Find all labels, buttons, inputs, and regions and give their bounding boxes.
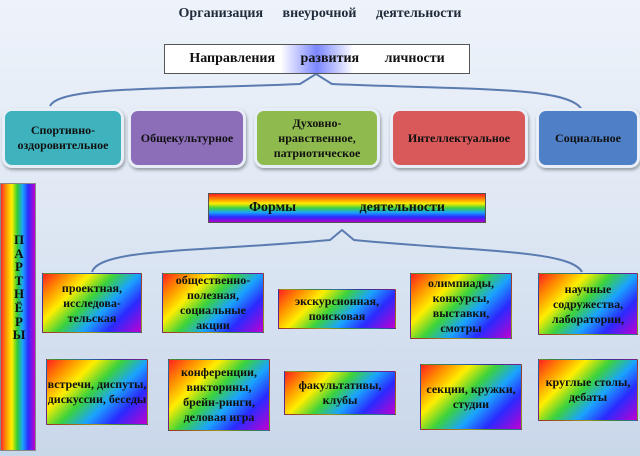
form-science: научные содружества, лаборатории,: [538, 273, 638, 335]
form-label: конференции, викторины, брейн-ринги, дел…: [181, 365, 257, 424]
category-label: Общекультурное: [140, 130, 234, 145]
category-culture: Общекультурное: [128, 108, 246, 168]
category-label: Интеллектуальное: [407, 130, 511, 145]
directions-header-text: Направления развития личности: [189, 51, 445, 66]
category-moral: Духовно-нравственное, патриотическое: [254, 108, 380, 168]
form-sections: секции, кружки, студии: [420, 364, 522, 430]
category-sport: Спортивно-оздоровительное: [2, 108, 124, 168]
form-social: общественно-полезная, социальные акции: [162, 273, 264, 333]
forms-header: Формы деятельности: [208, 193, 486, 223]
category-label: Спортивно-оздоровительное: [17, 123, 109, 152]
page-title: Организация внеурочной деятельности: [178, 6, 462, 21]
form-label: научные содружества, лаборатории,: [551, 281, 625, 326]
form-label: встречи, диспуты, дискуссии, беседы: [47, 377, 147, 406]
form-electives: факультативы, клубы: [284, 371, 396, 415]
category-label: Социальное: [555, 130, 621, 145]
form-label: общественно-полезная, социальные акции: [175, 273, 251, 332]
form-olympiad: олимпиады, конкурсы, выставки, смотры: [410, 273, 512, 339]
form-roundtables: круглые столы, дебаты: [538, 359, 638, 421]
directions-header: Направления развития личности: [164, 44, 470, 74]
form-meetings: встречи, диспуты, дискуссии, беседы: [46, 359, 148, 425]
form-excursion: экскурсионная, поисковая: [278, 289, 396, 329]
forms-brace: [91, 228, 583, 273]
partners-bar: [0, 183, 36, 451]
partners-label: ПАРТНЁРЫ: [12, 232, 26, 343]
form-label: олимпиады, конкурсы, выставки, смотры: [428, 276, 494, 335]
category-label: Духовно-нравственное, патриотическое: [273, 115, 361, 160]
category-social: Социальное: [536, 108, 640, 168]
form-label: экскурсионная, поисковая: [294, 294, 380, 323]
form-label: проектная, исследова-тельская: [61, 280, 123, 325]
form-conferences: конференции, викторины, брейн-ринги, дел…: [168, 359, 270, 431]
form-label: круглые столы, дебаты: [545, 375, 631, 404]
category-intellectual: Интеллектуальное: [390, 108, 528, 168]
directions-brace: [49, 72, 583, 111]
form-label: факультативы, клубы: [298, 378, 382, 407]
forms-header-text: Формы деятельности: [248, 200, 445, 215]
form-label: секции, кружки, студии: [426, 382, 516, 411]
form-project: проектная, исследова-тельская: [42, 273, 142, 333]
